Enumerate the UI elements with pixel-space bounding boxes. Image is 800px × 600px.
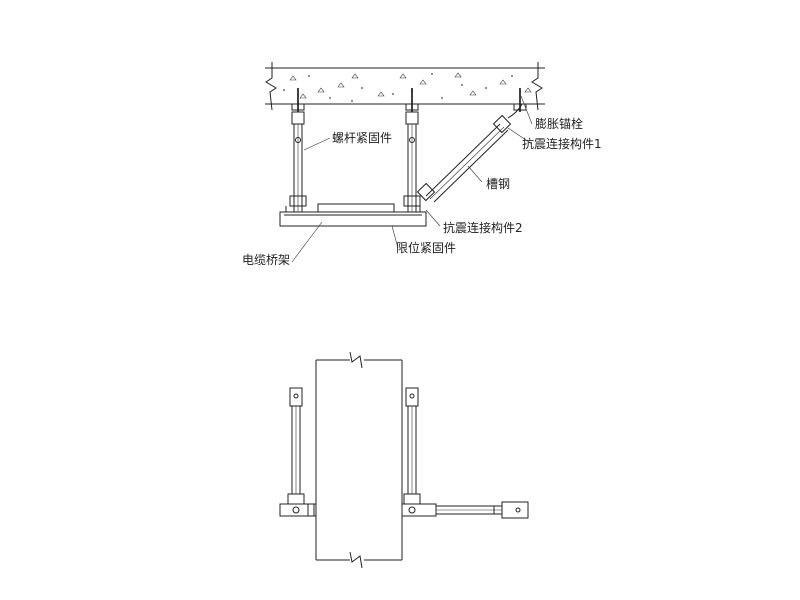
anchor-bolts — [291, 88, 527, 112]
diagonal-brace — [416, 103, 523, 203]
tray-body — [315, 351, 403, 569]
leader-lines — [291, 95, 533, 263]
plan-brace — [435, 501, 529, 519]
label-channel-steel: 槽钢 — [486, 177, 510, 191]
label-expansion-anchor: 膨胀锚栓 — [535, 116, 583, 131]
right-hanger — [403, 111, 421, 213]
label-seismic-connector-2: 抗震连接构件2 — [443, 220, 523, 235]
cable-tray-shape — [279, 203, 427, 227]
label-rod-fastener: 螺杆紧固件 — [332, 131, 392, 145]
label-limit-fastener: 限位紧固件 — [396, 240, 456, 255]
label-seismic-connector-1: 抗震连接构件1 — [522, 136, 602, 151]
plan-view — [279, 351, 529, 569]
left-plan-member — [279, 387, 317, 517]
label-cable-tray: 电缆桥架 — [242, 253, 290, 267]
right-plan-member — [401, 387, 437, 517]
concrete-slab — [265, 62, 545, 111]
left-hanger — [289, 111, 307, 213]
elevation-view: 膨胀锚栓 抗震连接构件1 螺杆紧固件 槽钢 抗震连接构件2 电缆桥架 限位紧固件 — [242, 62, 602, 267]
